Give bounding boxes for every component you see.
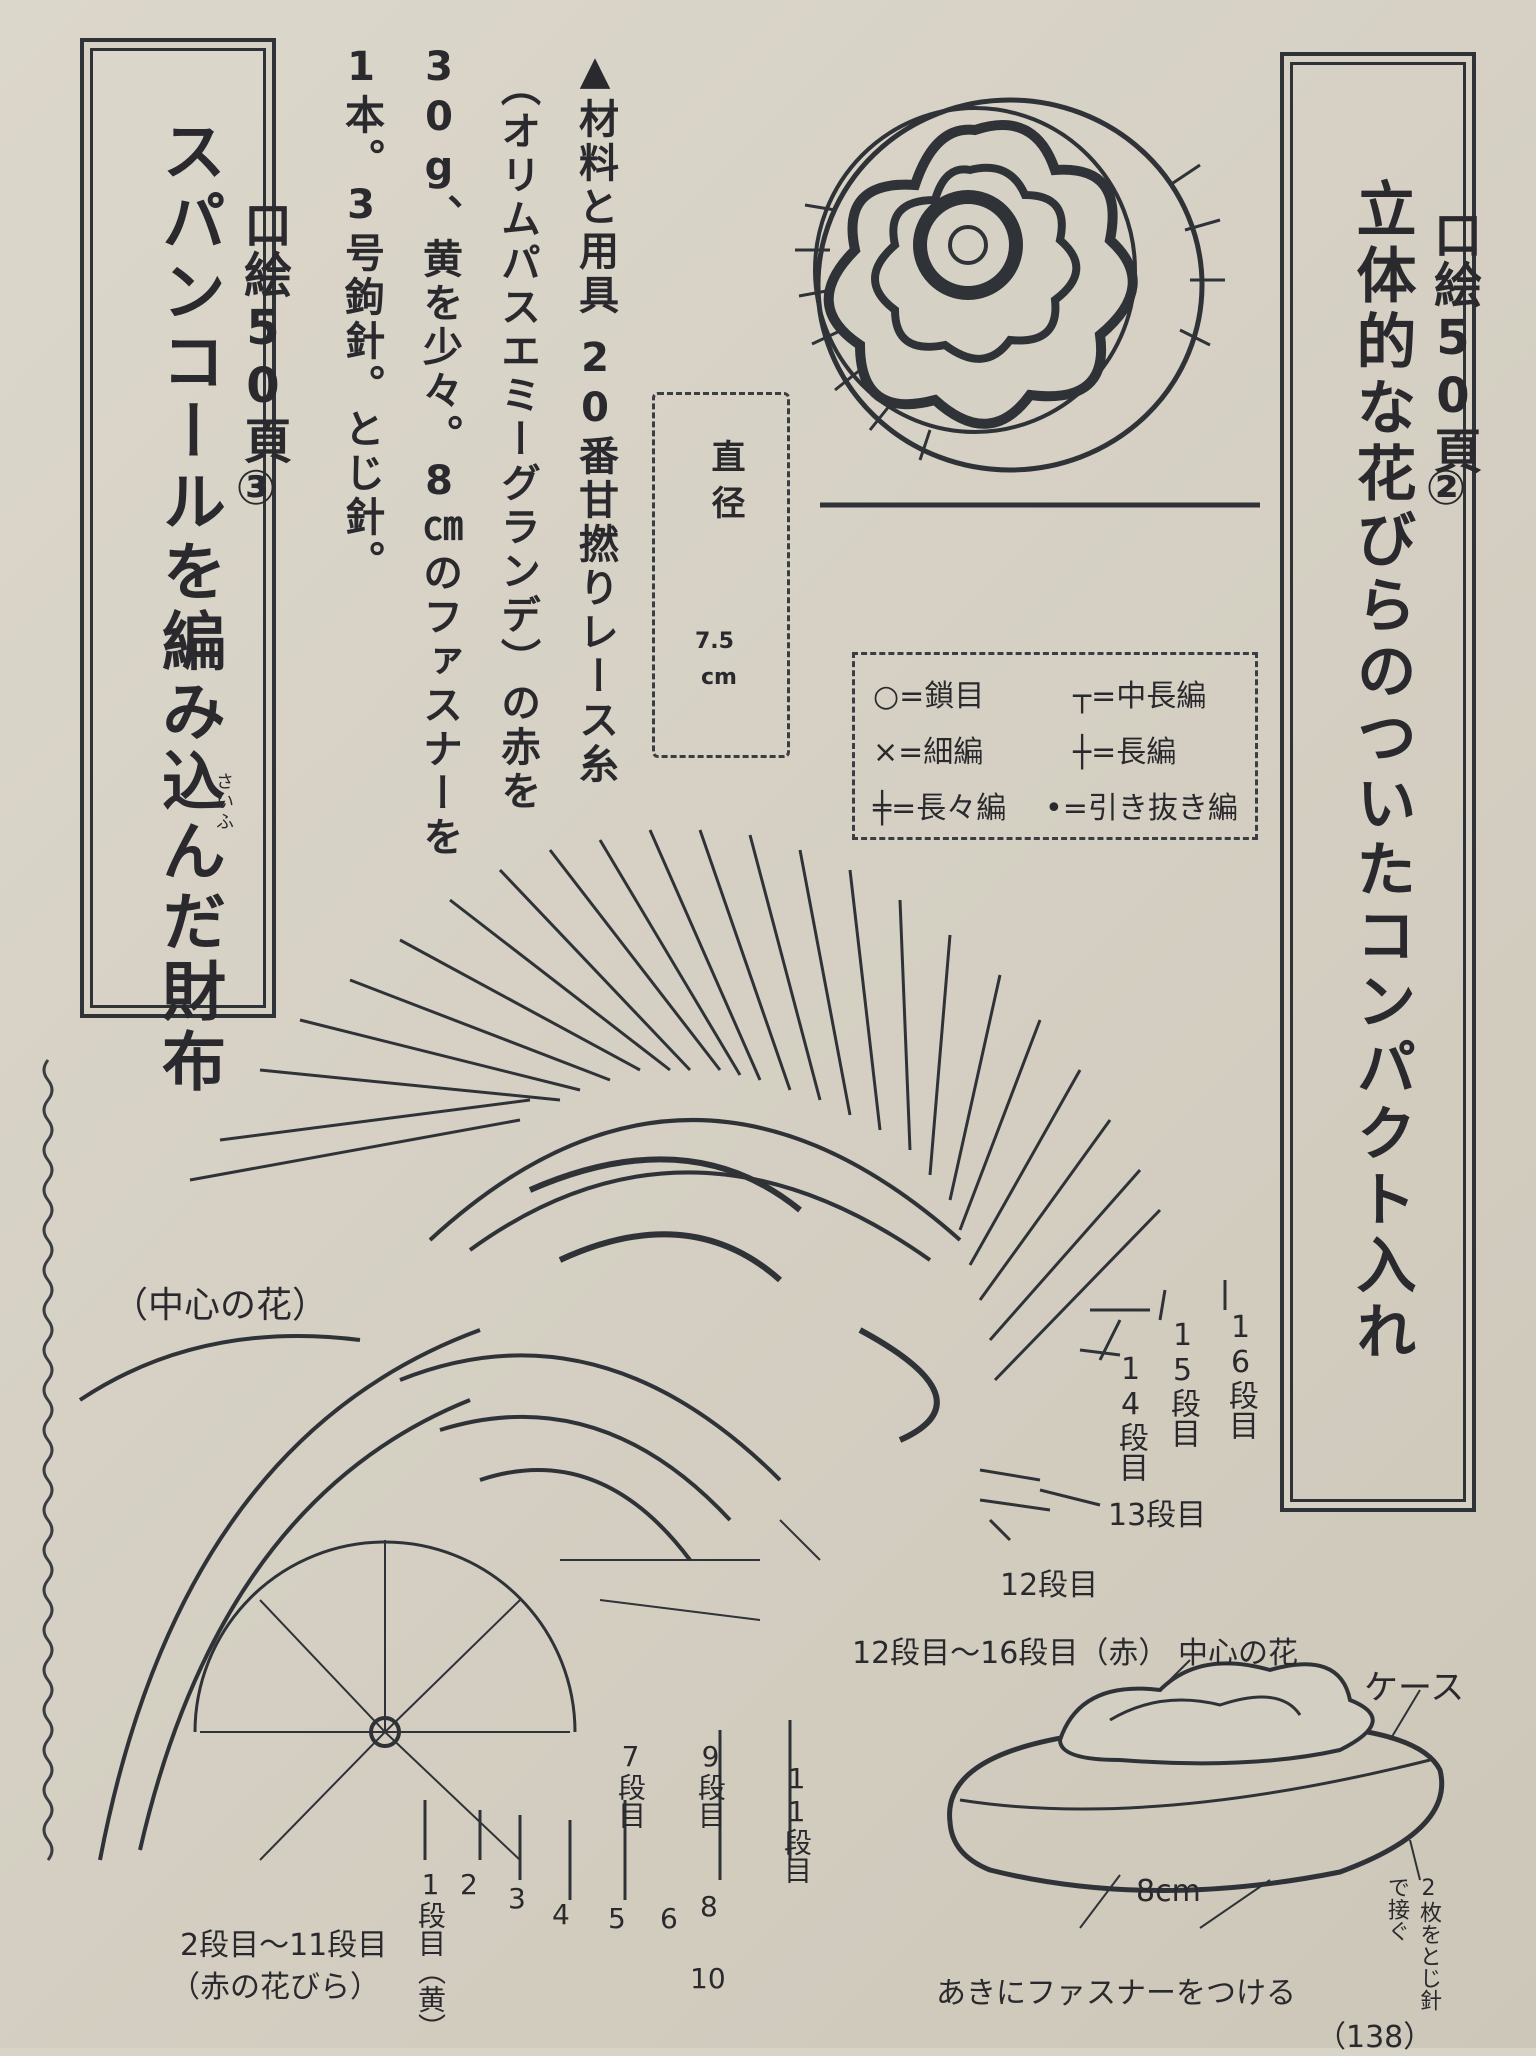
row8-label: 8 [700,1890,718,1923]
row1-label: 1段目（黄） [410,1868,450,2041]
red-petals-rows: 2段目〜11段目 [180,1920,387,1964]
row-arrows [425,1280,1225,1900]
rows-red-outer-caption: 12段目〜16段目（赤） [852,1628,1168,1672]
row10-label: 10 [690,1962,726,1995]
row13-label: 13段目 [1108,1490,1206,1534]
case-width-label: 8cm [1136,1874,1201,1909]
row4-label: 4 [552,1898,570,1931]
page-number: （138） [1316,2012,1433,2056]
center-flower-caption: （中心の花） [112,1276,328,1328]
row12-label: 12段目 [1000,1560,1098,1604]
case-label: ケース [1364,1660,1464,1709]
zipper-label: あきにファスナーをつける [936,1968,1296,2012]
row3-label: 3 [508,1882,526,1915]
row7-label: 7段目 [610,1740,650,1829]
row9-label: 9段目 [690,1740,730,1829]
compact-top-illustration [795,100,1260,505]
case-center-flower-label: 中心の花 [1178,1628,1298,1672]
row6-label: 6 [660,1902,678,1935]
wavy-rule [44,1060,52,1860]
row16-label: 16段目 [1218,1310,1262,1440]
row14-label: 14段目 [1108,1352,1152,1482]
row5-label: 5 [608,1902,626,1935]
row15-label: 15段目 [1160,1318,1204,1448]
red-petals-caption: （赤の花びら） [170,1962,380,2006]
crochet-fan-diagram [190,830,1160,1510]
row11-label: 11段目 [776,1762,816,1884]
row2-label: 2 [460,1868,478,1901]
case-join-label: 2枚をとじ針で接ぐ [1380,1876,1444,2016]
